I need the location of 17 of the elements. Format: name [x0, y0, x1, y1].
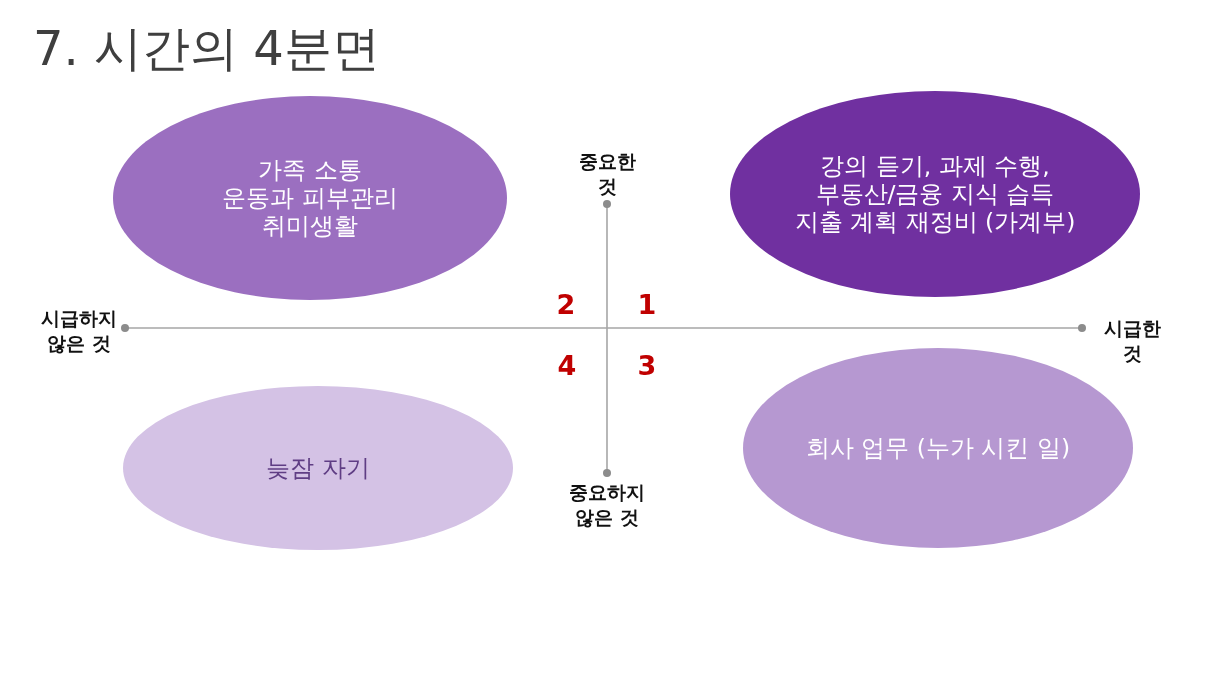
- item-text: 가족 소통: [258, 156, 362, 184]
- quadrant-number: 1: [636, 289, 658, 321]
- axis-label: 중요한 것: [577, 150, 637, 199]
- item-text: 지출 계획 재정비 (가계부): [794, 208, 1076, 236]
- title: 7. 시간의 4분면: [33, 19, 380, 78]
- item-text: 부동산/금융 지식 습득: [815, 180, 1055, 208]
- axis-label: 시급하지 않은 것: [40, 307, 118, 356]
- item-text: 운동과 피부관리: [222, 184, 398, 212]
- axis-label: 시급한 것: [1102, 317, 1162, 366]
- quadrant-number: 4: [556, 350, 578, 382]
- quadrant-number: 2: [555, 289, 577, 321]
- item-text: 취미생활: [262, 212, 358, 240]
- item-text: 강의 듣기, 과제 수행,: [820, 152, 1050, 180]
- item-text: 늦잠 자기: [266, 454, 370, 482]
- quadrant-number: 3: [636, 350, 658, 382]
- axis-label: 중요하지 않은 것: [568, 481, 646, 530]
- item-text: 회사 업무 (누가 시킨 일): [805, 434, 1071, 462]
